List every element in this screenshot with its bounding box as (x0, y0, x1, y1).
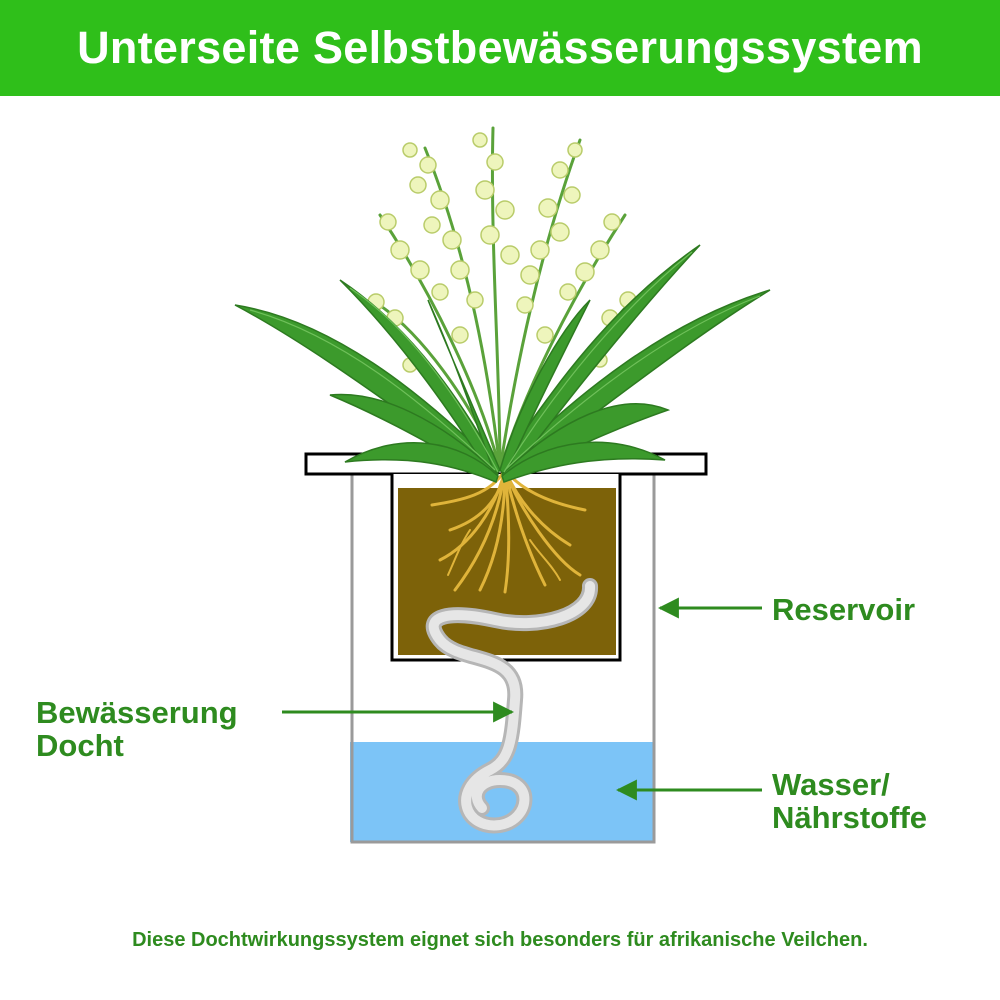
water-label: Wasser/ Nährstoffe (772, 768, 927, 835)
footer-note: Diese Dochtwirkungssystem eignet sich be… (132, 929, 868, 951)
reservoir-label: Reservoir (772, 593, 915, 626)
water-label-line1: Wasser/ (772, 767, 890, 802)
leaf-veins (249, 251, 761, 473)
inner-pot (390, 474, 622, 662)
reservoir-label-text: Reservoir (772, 592, 916, 627)
lily-of-the-valley-icon (234, 126, 771, 484)
page-title: Unterseite Selbstbewässerungssystem (77, 22, 923, 73)
leaves (234, 244, 771, 484)
header-banner: Unterseite Selbstbewässerungssystem (0, 0, 1000, 96)
water-label-line2: Nährstoffe (772, 800, 928, 836)
wick-label-line1: Bewässerung (36, 695, 238, 730)
flower-bells (367, 132, 637, 373)
wick-label-line2: Docht (36, 728, 124, 764)
wick-label: Bewässerung Docht (36, 696, 238, 763)
wick-rope-icon (425, 578, 598, 834)
outer-pot-wall (350, 474, 656, 844)
